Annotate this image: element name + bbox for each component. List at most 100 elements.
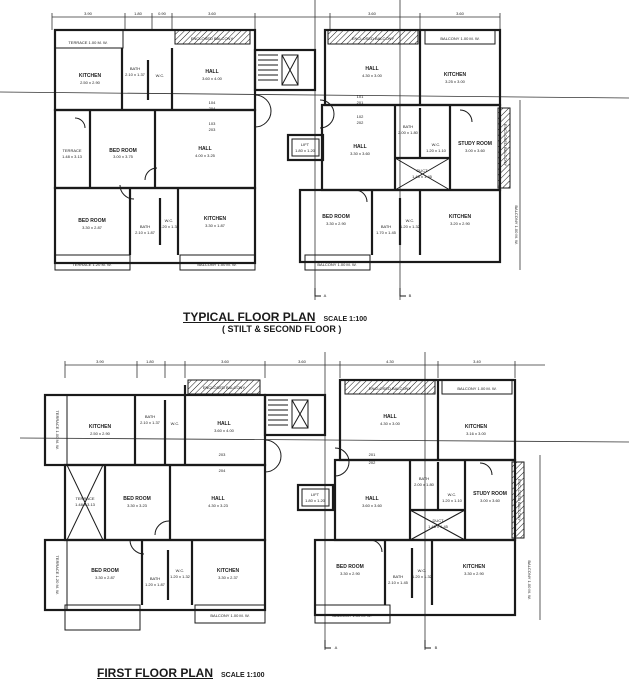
svg-text:4.30 x 3.00: 4.30 x 3.00 — [380, 421, 401, 426]
plan-scale: SCALE 1:100 — [323, 316, 368, 323]
svg-text:3.90: 3.90 — [96, 359, 105, 364]
typical-room-labels: TERRACE 1.00 M. W. KITCHEN 2.50 x 2.90 B… — [62, 11, 519, 298]
svg-text:1.48 x 3.13: 1.48 x 3.13 — [75, 502, 96, 507]
svg-text:3.30 x 3.60: 3.30 x 3.60 — [350, 151, 371, 156]
typical-floor-plan-subtitle: ( STILT & SECOND FLOOR ) — [222, 324, 342, 334]
svg-text:W.C.: W.C. — [418, 568, 427, 573]
svg-text:2.50 x 2.90: 2.50 x 2.90 — [80, 80, 101, 85]
typical-floor-plan — [0, 0, 629, 300]
svg-text:2.10 x 1.87: 2.10 x 1.87 — [135, 230, 156, 235]
svg-text:3.16 x 3.00: 3.16 x 3.00 — [466, 431, 487, 436]
svg-text:1.80: 1.80 — [146, 359, 155, 364]
svg-text:KITCHEN: KITCHEN — [217, 568, 240, 574]
svg-text:3.00 x 3.60: 3.00 x 3.60 — [465, 148, 486, 153]
svg-text:HALL: HALL — [383, 414, 396, 420]
svg-text:LIFT: LIFT — [311, 492, 320, 497]
svg-text:BALCONY 1.00 M. W.: BALCONY 1.00 M. W. — [514, 205, 519, 244]
first-floor-plan — [19, 352, 629, 650]
svg-text:KITCHEN: KITCHEN — [444, 72, 467, 78]
plan-scale: SCALE 1:100 — [221, 672, 265, 679]
svg-text:ENCLOSED BALCONY: ENCLOSED BALCONY — [203, 385, 246, 390]
typical-floor-plan-title: TYPICAL FLOOR PLAN SCALE 1:100 — [183, 308, 367, 326]
svg-text:2.10 x 1.45: 2.10 x 1.45 — [388, 580, 409, 585]
svg-text:BALCONY 1.00 M. W.: BALCONY 1.00 M. W. — [197, 262, 236, 267]
first-floor-plan-title: FIRST FLOOR PLAN SCALE 1:100 — [97, 664, 265, 682]
svg-text:3.30 x 2.90: 3.30 x 2.90 — [326, 221, 347, 226]
svg-text:3.30 x 2.90: 3.30 x 2.90 — [340, 571, 361, 576]
first-floor-room-labels: TERRACE 1.00 M. W. KITCHEN 2.50 x 2.90 B… — [55, 359, 532, 650]
svg-text:DUCT: DUCT — [432, 518, 444, 523]
svg-text:BED ROOM: BED ROOM — [123, 496, 151, 502]
svg-text:HALL: HALL — [198, 146, 211, 152]
svg-text:3.20 x 2.90: 3.20 x 2.90 — [450, 221, 471, 226]
svg-text:3.30 x 3.23: 3.30 x 3.23 — [127, 503, 148, 508]
svg-text:A: A — [335, 645, 338, 650]
svg-text:BALCONY 1.00 M. W.: BALCONY 1.00 M. W. — [317, 262, 356, 267]
svg-text:BALCONY 1.00 M. W.: BALCONY 1.00 M. W. — [457, 386, 496, 391]
svg-text:W.C.: W.C. — [156, 73, 165, 78]
svg-text:HALL: HALL — [365, 496, 378, 502]
svg-text:BATH: BATH — [403, 124, 413, 129]
svg-text:3.60: 3.60 — [368, 11, 377, 16]
svg-text:1.20 x 1.10: 1.20 x 1.10 — [442, 498, 463, 503]
svg-text:1.45 x 1.45: 1.45 x 1.45 — [412, 174, 433, 179]
svg-text:2.50 x 2.90: 2.50 x 2.90 — [90, 431, 111, 436]
svg-text:ENCLOSED BALCONY: ENCLOSED BALCONY — [352, 36, 395, 41]
svg-text:HALL: HALL — [205, 69, 218, 75]
svg-text:W.C.: W.C. — [406, 218, 415, 223]
svg-text:BATH: BATH — [393, 574, 403, 579]
svg-text:4.00 x 3.25: 4.00 x 3.25 — [195, 153, 216, 158]
svg-text:BED ROOM: BED ROOM — [109, 148, 137, 154]
svg-text:204: 204 — [209, 106, 216, 111]
svg-text:BATH: BATH — [150, 576, 160, 581]
svg-text:BALCONY 1.00 M. W.: BALCONY 1.00 M. W. — [527, 560, 532, 599]
svg-text:BATH: BATH — [140, 224, 150, 229]
svg-text:3.30 x 2.87: 3.30 x 2.87 — [82, 225, 103, 230]
svg-text:3.30 x 2.90: 3.30 x 2.90 — [464, 571, 485, 576]
svg-text:BATH: BATH — [145, 414, 155, 419]
svg-text:3.60: 3.60 — [456, 11, 465, 16]
svg-text:1.80 x 1.20: 1.80 x 1.20 — [305, 498, 326, 503]
svg-text:BATH: BATH — [130, 66, 140, 71]
svg-text:TERRACE 1.20 M. W.: TERRACE 1.20 M. W. — [72, 262, 111, 267]
svg-text:1.20 x 1.10: 1.20 x 1.10 — [426, 148, 447, 153]
svg-text:3.60 x 4.00: 3.60 x 4.00 — [202, 76, 223, 81]
svg-text:STUDY ROOM: STUDY ROOM — [473, 491, 507, 497]
svg-text:3.25 x 3.00: 3.25 x 3.00 — [445, 79, 466, 84]
svg-text:2.10 x 1.37: 2.10 x 1.37 — [140, 420, 161, 425]
svg-text:204: 204 — [219, 468, 226, 473]
svg-text:BALCONY 1.00 M. W.: BALCONY 1.00 M. W. — [332, 613, 371, 618]
svg-text:HALL: HALL — [365, 66, 378, 72]
svg-text:3.60: 3.60 — [221, 359, 230, 364]
svg-text:KITCHEN: KITCHEN — [204, 216, 227, 222]
svg-text:3.60: 3.60 — [298, 359, 307, 364]
svg-text:W.C.: W.C. — [165, 218, 174, 223]
plan-title: TYPICAL FLOOR PLAN — [183, 310, 316, 324]
plan-title: FIRST FLOOR PLAN — [97, 666, 213, 680]
svg-text:1.48 x 3.13: 1.48 x 3.13 — [62, 154, 83, 159]
svg-text:ENCLOSED BALCONY: ENCLOSED BALCONY — [517, 479, 522, 522]
svg-text:HALL: HALL — [211, 496, 224, 502]
svg-text:ENCLOSED BALCONY: ENCLOSED BALCONY — [191, 36, 234, 41]
svg-text:1.20 x 1.32: 1.20 x 1.32 — [412, 574, 433, 579]
svg-text:3.00 x 3.75: 3.00 x 3.75 — [113, 154, 134, 159]
svg-text:1.20 x 1.87: 1.20 x 1.87 — [145, 582, 166, 587]
svg-text:0.90: 0.90 — [158, 11, 167, 16]
svg-text:203: 203 — [209, 127, 216, 132]
svg-text:3.60 x 3.60: 3.60 x 3.60 — [362, 503, 383, 508]
svg-text:KITCHEN: KITCHEN — [89, 424, 112, 430]
svg-text:202: 202 — [357, 120, 364, 125]
svg-text:1.20 x 1.32: 1.20 x 1.32 — [400, 224, 421, 229]
svg-text:201: 201 — [357, 100, 364, 105]
svg-text:ENCLOSED BALCONY: ENCLOSED BALCONY — [503, 124, 508, 167]
svg-text:STUDY ROOM: STUDY ROOM — [458, 141, 492, 147]
svg-text:101: 101 — [357, 94, 364, 99]
svg-text:3.30 x 1.87: 3.30 x 1.87 — [205, 223, 226, 228]
svg-text:B: B — [409, 293, 412, 298]
svg-text:W.C.: W.C. — [171, 421, 180, 426]
svg-text:2.00 x 1.80: 2.00 x 1.80 — [398, 130, 419, 135]
svg-text:104: 104 — [209, 100, 216, 105]
svg-text:BED ROOM: BED ROOM — [322, 214, 350, 220]
svg-text:1.20 x 1.32: 1.20 x 1.32 — [170, 574, 191, 579]
svg-text:4.30: 4.30 — [386, 359, 395, 364]
